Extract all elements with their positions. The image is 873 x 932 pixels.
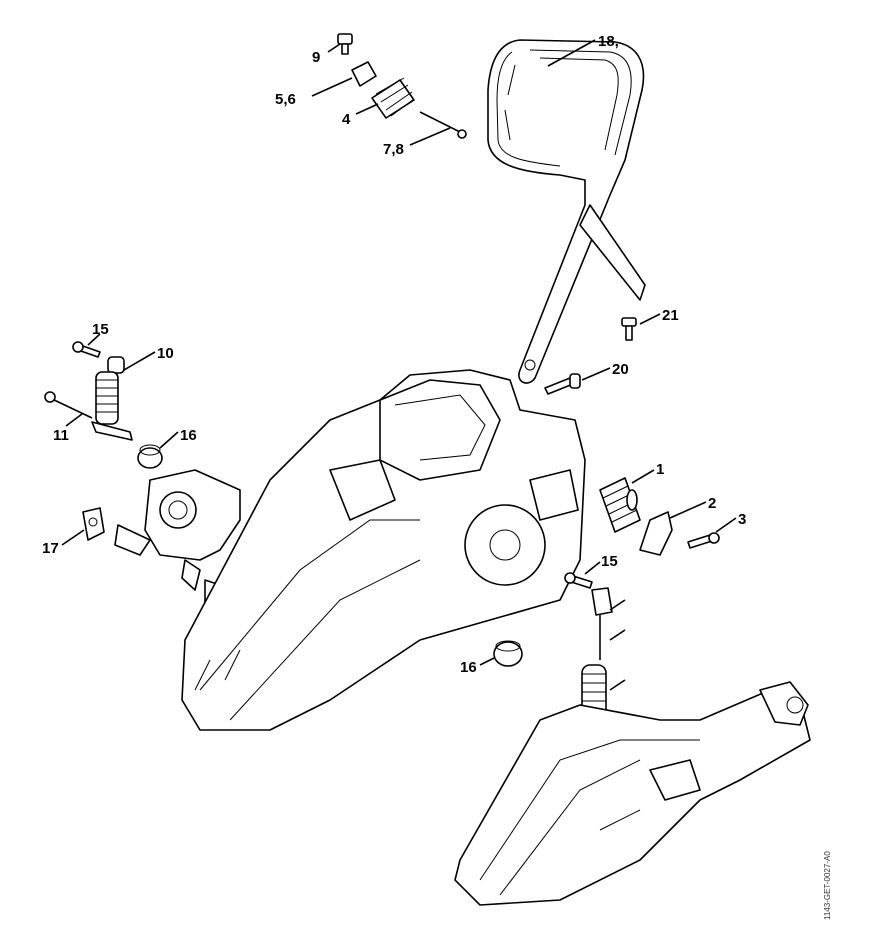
screw-9[interactable]	[337, 33, 353, 55]
av-spring-lower[interactable]	[581, 587, 613, 721]
label-10: 10	[157, 345, 174, 362]
label-9: 9	[312, 49, 320, 66]
buffer-17[interactable]	[82, 507, 105, 541]
spring-1[interactable]	[599, 477, 641, 533]
label-11: 11	[53, 427, 69, 444]
label-16-left: 16	[180, 427, 197, 444]
label-5-6: 5,6	[275, 91, 296, 108]
screw-3[interactable]	[687, 532, 720, 549]
label-18: 18,	[598, 33, 619, 50]
rear-handle-housing[interactable]	[454, 681, 811, 906]
drawing-code: 1143-GET-0027-A0	[823, 851, 832, 920]
label-2: 2	[708, 495, 716, 512]
leader-lines	[61, 39, 737, 691]
label-4: 4	[342, 111, 351, 128]
buffer-16-left[interactable]	[137, 444, 163, 469]
label-15-left: 15	[92, 321, 109, 338]
label-1: 1	[656, 461, 664, 478]
screw-15-lower[interactable]	[564, 572, 593, 589]
av-mount-housing[interactable]	[114, 469, 241, 609]
spring-4[interactable]	[371, 77, 415, 119]
front-handle-bar[interactable]	[487, 39, 646, 384]
label-16-lower: 16	[460, 659, 477, 676]
chainsaw-housing[interactable]	[181, 369, 586, 731]
buffer-16-lower[interactable]	[493, 640, 523, 667]
screw-20[interactable]	[544, 373, 581, 395]
pin-7-8[interactable]	[419, 111, 467, 139]
screw-21[interactable]	[621, 317, 637, 341]
label-15-lower: 15	[601, 553, 618, 570]
label-21: 21	[662, 307, 679, 324]
label-3: 3	[738, 511, 746, 528]
label-17: 17	[42, 540, 59, 557]
label-20: 20	[612, 361, 629, 378]
spring-10[interactable]	[91, 356, 133, 441]
label-7-8: 7,8	[383, 141, 404, 158]
bracket-2[interactable]	[639, 511, 673, 556]
screw-11[interactable]	[44, 391, 93, 419]
stop-5-6[interactable]	[351, 61, 377, 87]
screw-15-left[interactable]	[72, 341, 101, 358]
